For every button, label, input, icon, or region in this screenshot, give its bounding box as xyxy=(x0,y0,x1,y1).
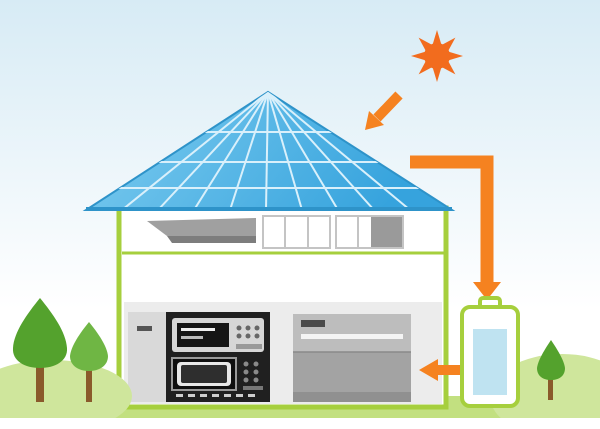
storage-battery xyxy=(460,296,520,408)
microwave-buttons xyxy=(243,361,259,383)
dishwasher-vent xyxy=(301,320,325,327)
kitchen-cabinet xyxy=(128,312,166,402)
dishwasher-unit xyxy=(293,314,411,402)
sun-rays xyxy=(411,30,463,82)
lower-vent-dashes xyxy=(176,394,255,397)
window-right xyxy=(335,215,404,249)
arrow-battery-to-appliances-icon xyxy=(419,359,460,381)
sun-icon xyxy=(411,30,463,82)
tree-small xyxy=(70,322,108,402)
bush-left xyxy=(0,360,132,418)
display-screen xyxy=(177,323,229,347)
oven-microwave-unit xyxy=(166,312,270,402)
microwave-door xyxy=(171,357,237,391)
cabinet-handle xyxy=(137,326,152,331)
arrow-roof-to-battery-icon xyxy=(410,155,501,300)
second-floor-vent xyxy=(147,218,256,243)
window-center xyxy=(262,215,331,249)
house xyxy=(82,90,456,410)
arrow-sun-to-roof-icon xyxy=(365,91,403,130)
panel-buttons xyxy=(236,325,260,339)
battery-charge-level xyxy=(473,329,507,395)
tree-right xyxy=(537,340,565,400)
tree-large xyxy=(12,298,68,402)
dishwasher-handle xyxy=(301,334,403,339)
